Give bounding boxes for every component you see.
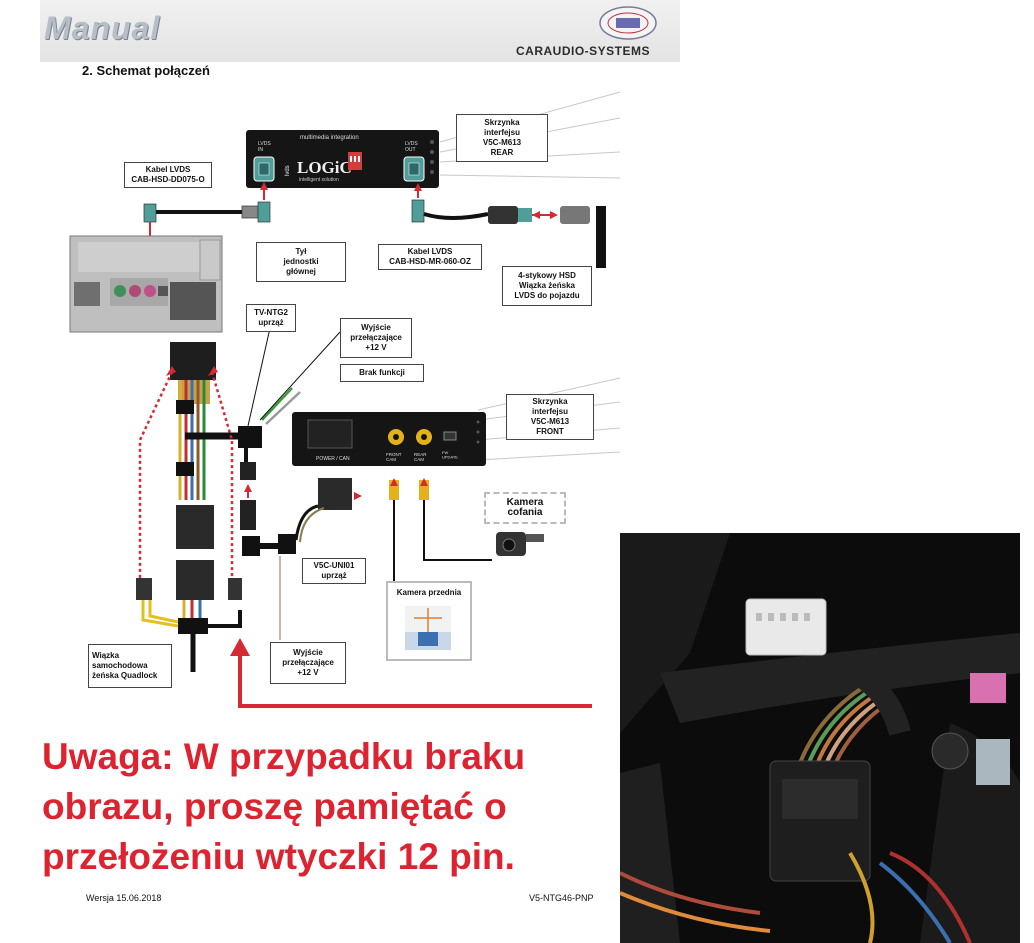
label-rear-camera: Kamera cofania	[484, 492, 566, 524]
label-interface-front: Skrzynka interfejsu V5C-M613 FRONT	[506, 394, 594, 440]
white-12-pin-plug-icon	[745, 598, 827, 656]
vehicle-harness	[136, 342, 242, 672]
footer-doc-id: V5-NTG46-PNP	[529, 893, 594, 903]
label-switched-out-2: Wyjście przełączające +12 V	[270, 642, 346, 684]
logo-icon	[599, 6, 657, 40]
footer-version: Wersja 15.06.2018	[86, 893, 162, 903]
label-uni01: V5C-UNI01 uprząż	[302, 558, 366, 584]
lvds-cable-2	[411, 183, 606, 268]
label-interface-rear: Skrzynka interfejsu V5C-M613 REAR	[456, 114, 548, 162]
harness-photo	[620, 533, 1020, 943]
device-top-text: multimedia integration	[300, 135, 359, 141]
red-arrow-bottom	[230, 638, 592, 708]
warning-text: Uwaga: W przypadku braku obrazu, proszę …	[42, 736, 526, 877]
label-lvds-cable-1: Kabel LVDS CAB-HSD-DD075-O	[124, 162, 212, 188]
head-unit-rear	[69, 235, 223, 333]
pink-connector-icon	[970, 673, 1006, 703]
lvds-cable-1	[143, 182, 271, 278]
label-head-unit-rear: Tył jednostki głównej	[256, 242, 346, 282]
hsd-plug-icon	[257, 201, 271, 223]
label-no-function: Brak funkcji	[340, 364, 424, 382]
quadlock-plug-icon	[136, 578, 152, 600]
dotted-arrows	[138, 371, 234, 578]
label-front-camera: Kamera przednia	[391, 586, 467, 600]
device-tagline: intelligent solution	[299, 177, 339, 183]
label-hsd-harness: 4-stykowy HSD Wiązka żeńska LVDS do poja…	[502, 266, 592, 306]
label-tv-ntg2: TV-NTG2 uprząż	[246, 304, 296, 332]
hsd-plug-icon	[143, 203, 157, 223]
brand-prefix: lvds	[285, 165, 291, 176]
brand-name: CARAUDIO-SYSTEMS	[516, 44, 651, 58]
uni01-harness	[279, 478, 362, 640]
camera-cables	[389, 478, 544, 586]
label-quadlock: Wiązka samochodowa żeńska Quadlock	[88, 644, 172, 688]
label-switched-out-1: Wyjście przełączające +12 V	[340, 318, 412, 358]
manual-title: Manual	[44, 10, 161, 46]
front-camera-icon	[405, 606, 451, 650]
section-title: 2. Schemat połączeń	[82, 63, 210, 78]
header-bar	[40, 0, 680, 62]
hsd-plug-icon	[411, 199, 425, 223]
power-can-port-label: POWER / CAN	[316, 456, 350, 462]
device-brand: LOGiC	[297, 158, 352, 177]
manual-page: Manual CARAUDIO-SYSTEMS 2. Schemat połąc…	[40, 0, 680, 903]
tv-ntg2-harness	[238, 327, 341, 556]
label-lvds-cable-2: Kabel LVDS CAB-HSD-MR-060-OZ	[378, 244, 482, 270]
